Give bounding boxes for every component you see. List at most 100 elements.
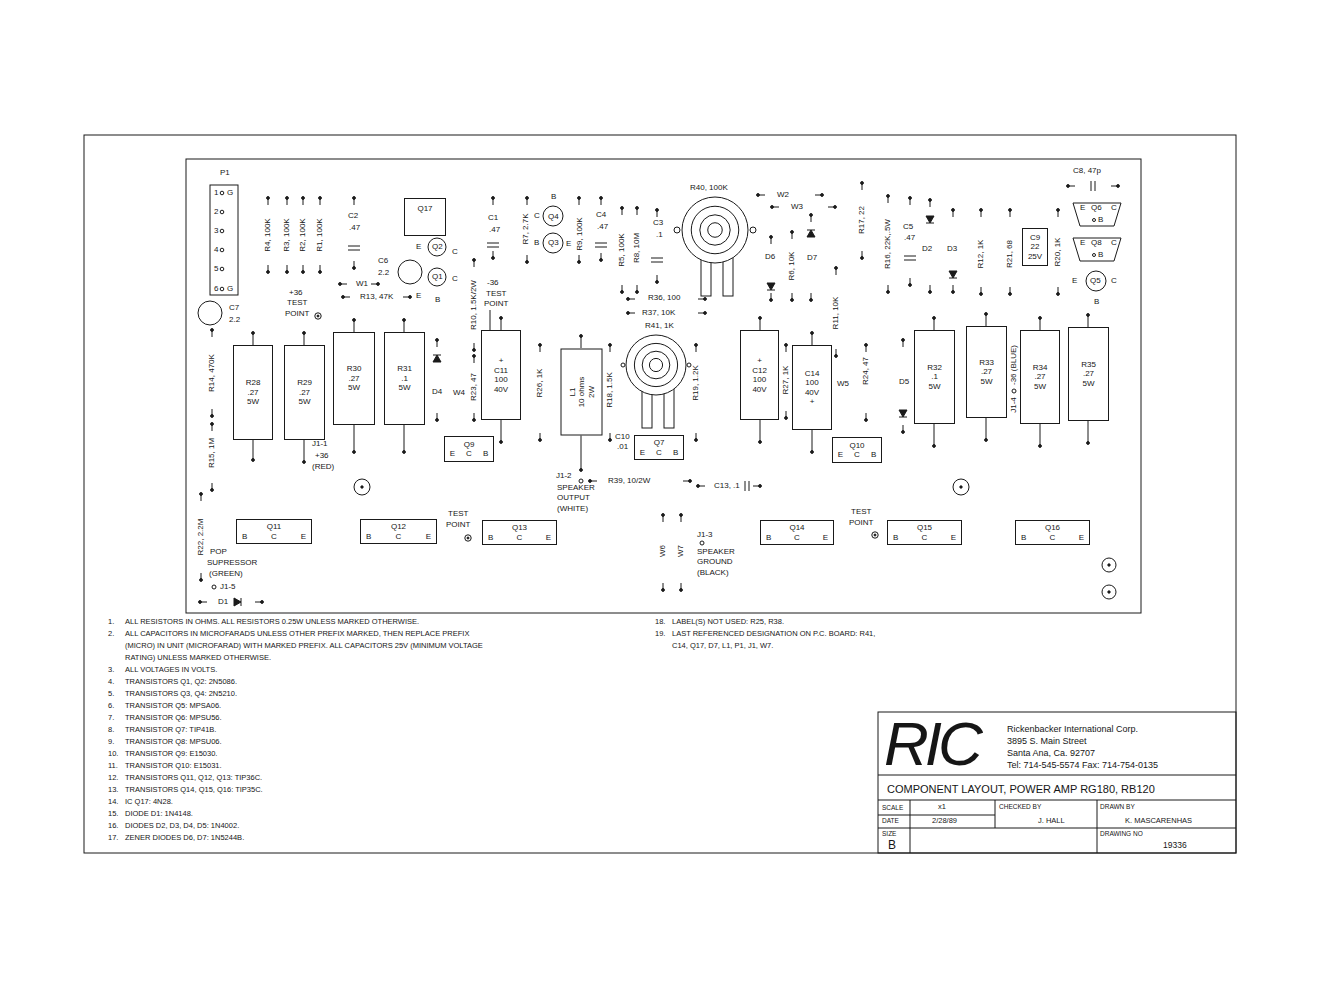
component-label: D4 <box>432 388 442 396</box>
component-value: 25V <box>1028 252 1042 262</box>
component-value: 100 <box>805 378 818 388</box>
component-label: E <box>1080 204 1085 212</box>
component-value: + <box>499 356 504 366</box>
component-box: +C1210040V <box>740 330 779 420</box>
component-label: .01 <box>617 443 628 451</box>
title-block-rule <box>910 800 911 853</box>
lead <box>760 420 761 442</box>
component-label: R27, 1K <box>782 366 790 395</box>
note-row: 13.TRANSISTORS Q14, Q15, Q16: TIP35C. <box>108 784 493 796</box>
lead-end <box>1117 185 1120 188</box>
title-block-text: K. MASCARENHAS <box>1125 817 1192 825</box>
note-number: 14. <box>108 796 125 808</box>
component-label: .47 <box>597 223 608 231</box>
connector-pin <box>220 191 224 195</box>
lead-end <box>861 257 864 260</box>
lead-end <box>933 445 936 448</box>
lead-end <box>403 319 406 322</box>
note-row: 6.TRANSISTOR Q5: MPSA06. <box>108 700 493 712</box>
lead-end <box>211 415 214 418</box>
part-number: Q10 <box>849 441 864 451</box>
lead-end <box>200 493 203 496</box>
transistor-box: Q15BCE <box>887 520 962 545</box>
drawing-border <box>84 135 1236 853</box>
jack-pad <box>1012 389 1016 393</box>
mounting-screw <box>674 227 680 233</box>
component-box: R30.275W <box>333 332 375 425</box>
part-number: Q7 <box>654 438 665 448</box>
component-label: C2 <box>348 212 358 220</box>
component-label: TEST <box>851 508 871 516</box>
lead-end <box>909 197 912 200</box>
connector-pin <box>220 210 224 214</box>
component-label: Q3 <box>548 239 559 247</box>
title-block-text: B <box>888 839 896 851</box>
lead <box>986 418 987 440</box>
component-label: R18, 1.5K <box>606 372 614 408</box>
component-value: R28 <box>246 378 261 388</box>
test-point <box>467 537 469 539</box>
lead-end <box>353 451 356 454</box>
component-label: R14, 470K <box>208 354 216 392</box>
lead-end <box>609 439 612 442</box>
note-row: 16.DIODES D2, D3, D4, D5: 1N4002. <box>108 820 493 832</box>
component-label: R23, 47 <box>470 373 478 401</box>
note-number: 4. <box>108 676 125 688</box>
lead-end <box>627 298 630 301</box>
lead-end <box>492 257 495 260</box>
note-text: IC Q17: 4N28. <box>125 796 493 808</box>
component-label: G <box>227 189 233 197</box>
component-label: C <box>1111 204 1117 212</box>
potentiometer-shaft <box>700 215 730 245</box>
test-point <box>872 532 878 538</box>
note-text: ALL RESISTORS IN OHMS. ALL RESISTORS 0.2… <box>125 616 493 628</box>
lead-end <box>303 332 306 335</box>
lead-end <box>680 589 683 592</box>
note-number: 7. <box>108 712 125 724</box>
lead-end <box>1057 293 1060 296</box>
component-label: R7, 2.7K <box>522 213 530 244</box>
lead-end <box>952 291 955 294</box>
note-row: 1.ALL RESISTORS IN OHMS. ALL RESISTORS 0… <box>108 616 493 628</box>
component-value: 5W <box>348 383 360 393</box>
note-text: TRANSISTORS Q3, Q4: 2N5210. <box>125 688 493 700</box>
component-label: Q6 <box>1091 204 1102 212</box>
pin-label: E <box>301 532 306 542</box>
lead-end <box>656 281 659 284</box>
note-text: ZENER DIODES D6, D7: 1N5244B. <box>125 832 493 844</box>
lead-end <box>680 514 683 517</box>
lead-end <box>770 236 773 239</box>
component-label: D1 <box>218 598 228 606</box>
lead-end <box>704 298 707 301</box>
mounting-hole <box>1102 558 1116 572</box>
capacitor-c6 <box>398 260 422 284</box>
note-number: 11. <box>108 760 125 772</box>
note-row: 18.LABEL(S) NOT USED: R25, R38. <box>655 616 885 628</box>
note-text: TRANSISTORS Q14, Q15, Q16: TIP35C. <box>125 784 493 796</box>
title-block-text: DRAWING NO <box>1100 831 1143 838</box>
component-label: C7 <box>229 304 239 312</box>
transistor-q6 <box>1073 203 1121 226</box>
lead-end <box>589 480 592 483</box>
note-number: 5. <box>108 688 125 700</box>
component-value: 40V <box>805 388 819 398</box>
component-value: 40V <box>494 385 508 395</box>
diode-bar <box>899 417 907 418</box>
component-label: E <box>416 243 421 251</box>
jack-pad <box>212 585 216 589</box>
component-label: POINT <box>446 521 470 529</box>
component-label: C5 <box>903 223 913 231</box>
lead-end <box>621 291 624 294</box>
capacitor-plate <box>745 481 746 491</box>
pin-label: E <box>546 533 551 543</box>
lead-end <box>526 261 529 264</box>
component-value: 5W <box>981 377 993 387</box>
component-value: R31 <box>397 364 412 374</box>
component-label: (GREEN) <box>209 570 243 578</box>
lead-end <box>770 299 773 302</box>
lead-end <box>1067 185 1070 188</box>
component-label: R24, 47 <box>862 357 870 385</box>
lead <box>812 430 813 452</box>
note-number: 6. <box>108 700 125 712</box>
potentiometer-body <box>682 197 748 263</box>
